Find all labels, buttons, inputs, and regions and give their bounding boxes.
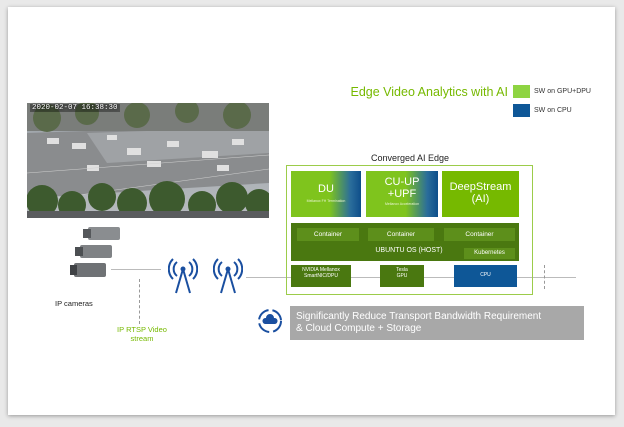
antenna-icon <box>168 258 198 294</box>
cu-up-block-title: CU-UP+UPF <box>384 176 420 200</box>
legend-label-cpu: SW on CPU <box>534 107 572 114</box>
antenna-icon <box>213 258 243 294</box>
camera-timestamp: 2020-02-07 16:38:30 <box>30 104 120 112</box>
container-deepstream: Container <box>444 228 515 241</box>
cloud-savings-icon <box>258 309 282 333</box>
cpu-block: CPU <box>454 265 517 287</box>
edge-dashed-line <box>544 265 545 289</box>
slide: Edge Video Analytics with AI SW on GPU+D… <box>8 7 615 415</box>
du-block-subtitle: Mellanox FH Termination <box>306 199 346 203</box>
container-du: Container <box>297 228 359 241</box>
du-block: DU Mellanox FH Termination <box>291 171 361 217</box>
deepstream-block: DeepStream(AI) <box>442 171 519 217</box>
camera-feed-image <box>27 103 269 218</box>
cpu-label: CPU <box>480 272 491 278</box>
legend-swatch-gpu-dpu <box>513 85 530 98</box>
ip-cameras-icon <box>70 227 120 277</box>
container-cu-up: Container <box>368 228 434 241</box>
cu-up-block-subtitle: Mellanox Acceleration <box>384 202 420 206</box>
slide-title-text: Edge Video Analytics with AI <box>350 85 508 99</box>
legend-label-gpu-dpu: SW on GPU+DPU <box>534 88 591 95</box>
converged-edge-frame <box>286 165 533 295</box>
du-block-title: DU <box>318 183 334 195</box>
camera-link-line <box>111 269 161 270</box>
stream-dashed-line <box>139 279 140 324</box>
bandwidth-banner: Significantly Reduce Transport Bandwidth… <box>290 306 584 340</box>
ip-cameras-label: IP cameras <box>55 299 93 308</box>
deepstream-block-title: DeepStream(AI) <box>449 181 512 205</box>
cu-up-upf-block: CU-UP+UPF Mellanox Acceleration <box>366 171 438 217</box>
kubernetes-label: Kubernetes <box>464 248 515 259</box>
converged-edge-heading: Converged AI Edge <box>371 153 450 163</box>
os-label: UBUNTU OS (HOST) <box>375 247 443 254</box>
legend-swatch-cpu <box>513 104 530 117</box>
bandwidth-banner-text: Significantly Reduce Transport Bandwidth… <box>296 311 542 334</box>
slide-title: Edge Video Analytics with AI <box>8 85 508 99</box>
